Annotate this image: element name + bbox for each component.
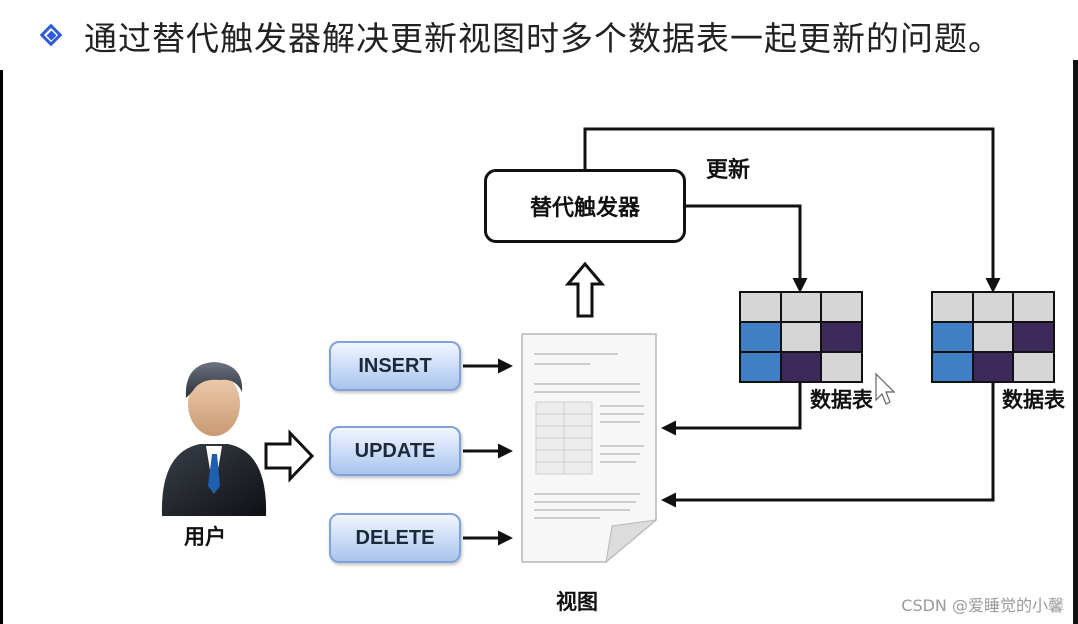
title-row: 通过替代触发器解决更新视图时多个数据表一起更新的问题。: [42, 12, 1002, 60]
watermark: CSDN @爱睡觉的小馨: [901, 596, 1064, 615]
trigger-to-table-arrow: [686, 204, 808, 293]
instead-of-trigger-box: 替代触发器: [484, 169, 686, 243]
table-cell: [1014, 353, 1053, 381]
data-table-2: [931, 291, 1055, 383]
data-table-1-label: 数据表: [810, 388, 873, 412]
table-cell: [741, 293, 780, 321]
hollow-up-arrow-icon: [564, 261, 606, 318]
table-cell: [781, 293, 821, 321]
right-border: [1073, 60, 1078, 624]
table-cell: [781, 323, 821, 351]
update-button[interactable]: UPDATE: [329, 426, 461, 476]
table-cell: [741, 353, 780, 381]
left-border: [0, 70, 3, 624]
view-label: 视图: [556, 590, 598, 614]
update-label: 更新: [706, 158, 751, 183]
table-cell: [973, 353, 1013, 381]
user-label: 用户: [184, 525, 226, 549]
table-cell: [741, 323, 780, 351]
table-cell: [822, 353, 861, 381]
table-cell: [933, 353, 972, 381]
table-cell: [933, 293, 972, 321]
table-cell: [781, 353, 821, 381]
table-cell: [1014, 323, 1053, 351]
mouse-cursor-icon: [875, 372, 896, 405]
table-cell: [822, 323, 861, 351]
user-avatar-icon: [161, 362, 267, 516]
table1-to-view-arrow: [661, 382, 802, 436]
view-document-icon: [521, 333, 658, 564]
hollow-right-arrow-icon: [264, 429, 315, 483]
data-table-1: [739, 291, 863, 383]
table-cell: [933, 323, 972, 351]
table-cell: [1014, 293, 1053, 321]
table-cell: [822, 293, 861, 321]
insert-button[interactable]: INSERT: [329, 341, 461, 391]
update-loop-line: [583, 127, 1001, 293]
slide-title: 通过替代触发器解决更新视图时多个数据表一起更新的问题。: [84, 19, 1002, 58]
data-table-2-label: 数据表: [1002, 388, 1065, 412]
table-cell: [973, 323, 1013, 351]
table2-to-view-arrow: [661, 382, 995, 508]
table-cell: [973, 293, 1013, 321]
delete-button[interactable]: DELETE: [329, 513, 461, 563]
